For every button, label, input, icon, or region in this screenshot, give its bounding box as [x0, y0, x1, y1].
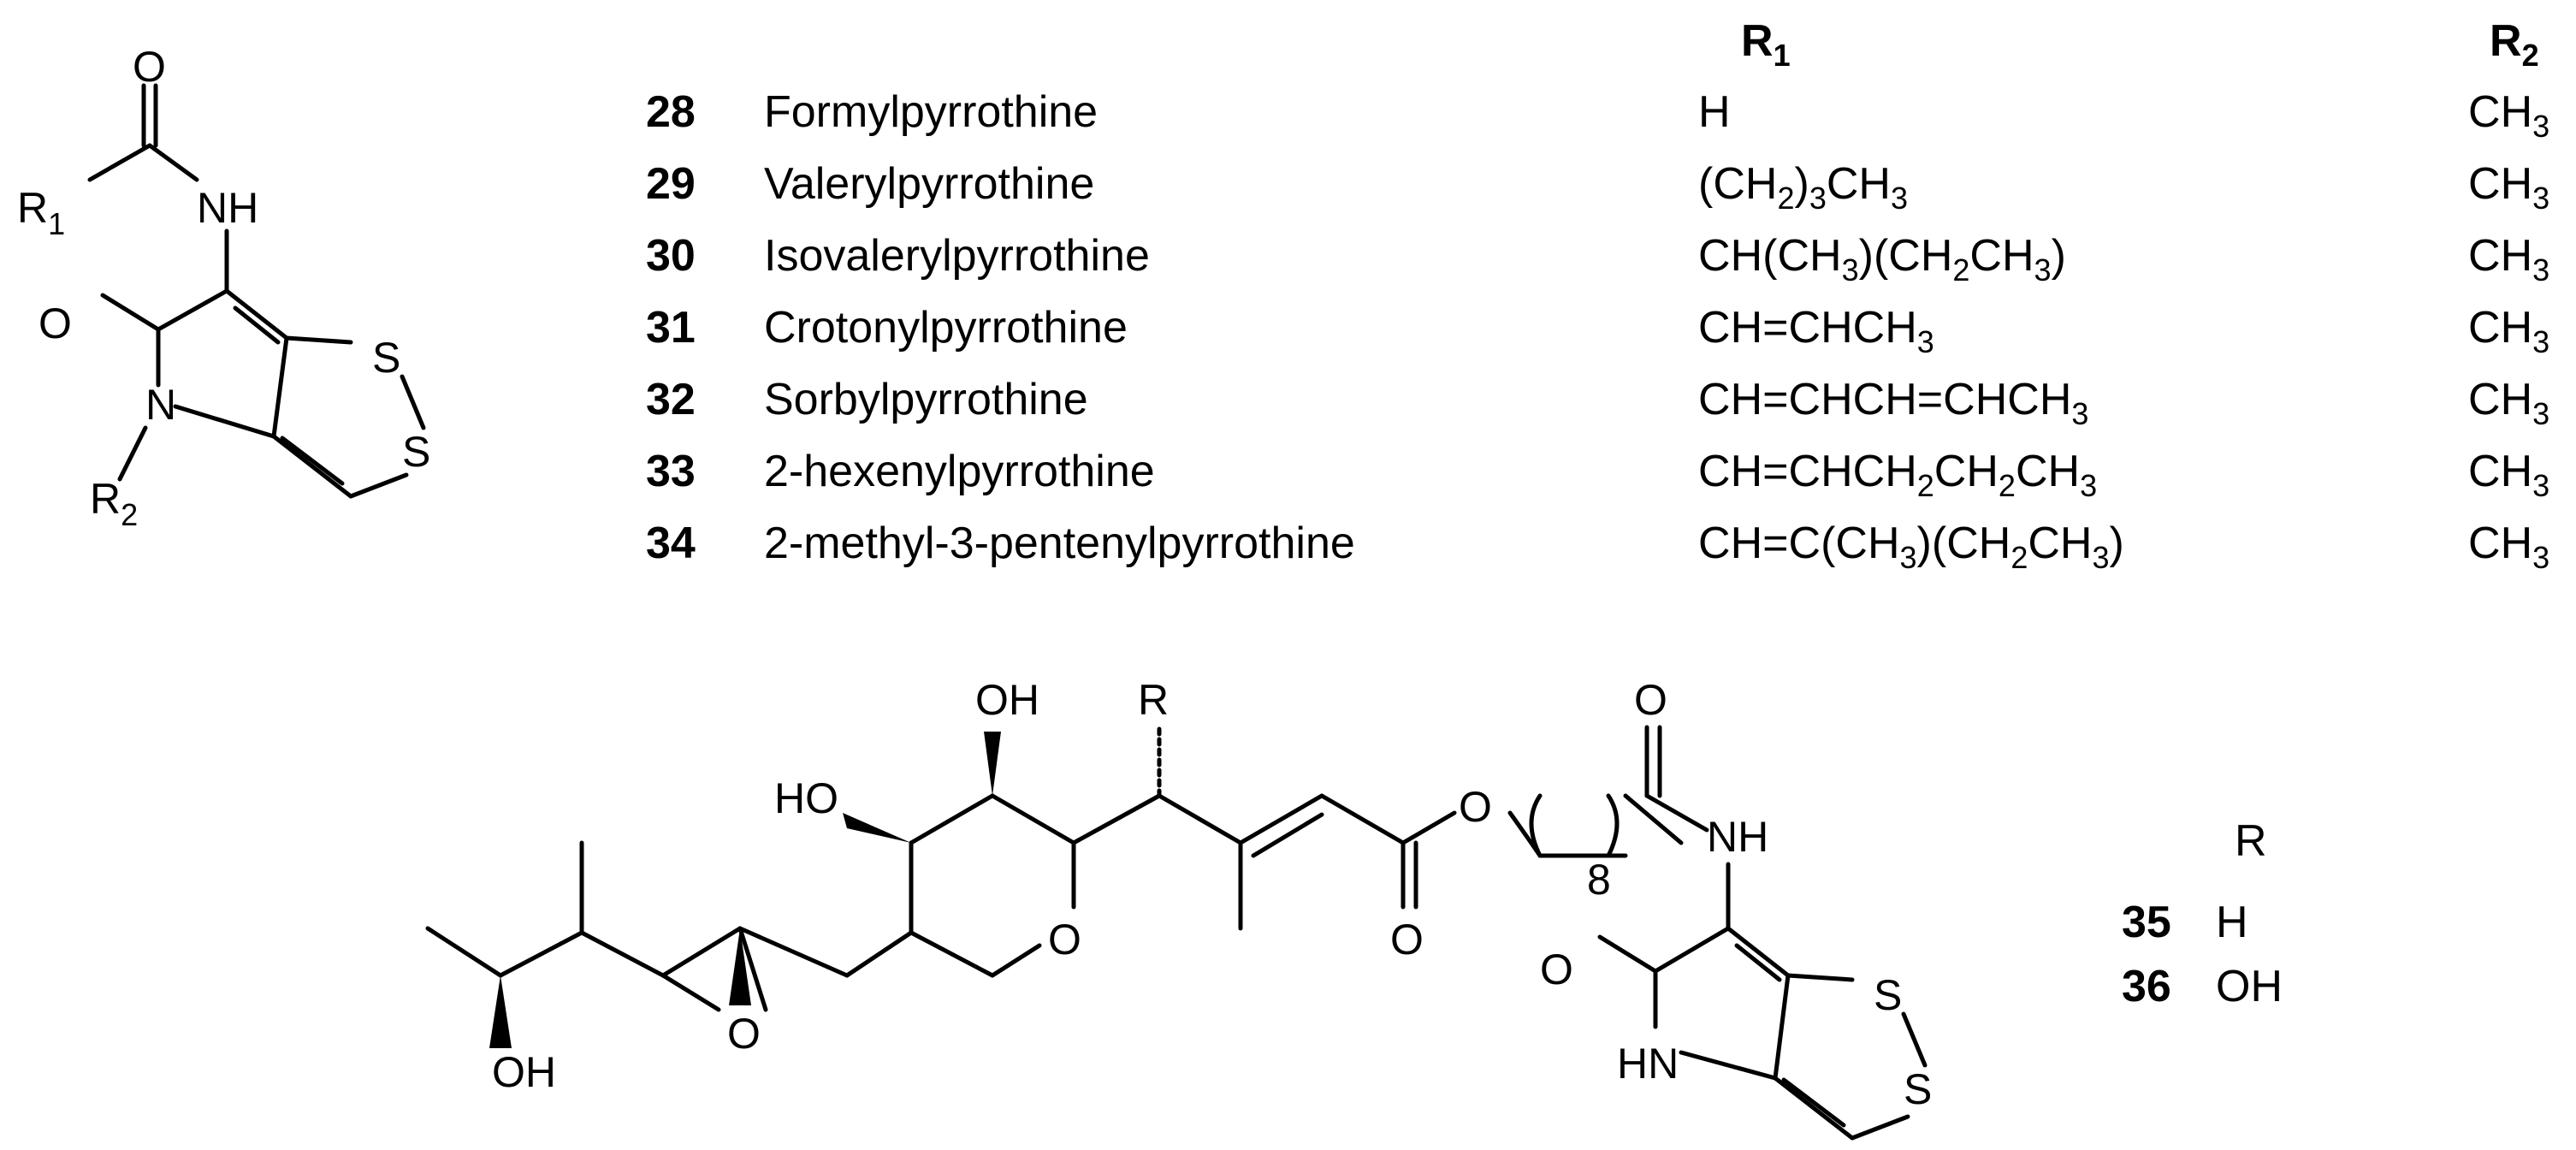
r-row-number: 36 — [2122, 962, 2171, 1011]
atom-oh-top: OH — [975, 676, 1039, 724]
atom-r1: R1 — [17, 184, 65, 241]
atom-oh-bottom-left: OH — [492, 1048, 556, 1096]
atom-s2-bottom: S — [1904, 1065, 1932, 1113]
row-number: 33 — [646, 447, 696, 496]
atom-r2: R2 — [90, 475, 138, 532]
r-row-value: OH — [2216, 962, 2283, 1011]
r-table-header: R — [2235, 816, 2267, 866]
row-name: 2-methyl-3-pentenylpyrrothine — [764, 519, 1355, 568]
row-r1: CH(CH3)(CH2CH3) — [1698, 231, 2066, 288]
row-number: 30 — [646, 231, 696, 281]
atom-o-epoxide: O — [727, 1010, 761, 1058]
r-table: R 35 H 36 OH — [2122, 816, 2283, 1011]
row-r2: CH3 — [2468, 87, 2549, 144]
row-name: Isovalerylpyrrothine — [764, 231, 1150, 281]
r-row-number: 35 — [2122, 898, 2171, 947]
row-r2: CH3 — [2468, 375, 2549, 431]
header-r2: R2 — [2490, 16, 2539, 73]
atom-hn: HN — [1617, 1040, 1679, 1088]
row-r1: CH=C(CH3)(CH2CH3) — [1698, 519, 2124, 575]
row-name: Valerylpyrrothine — [764, 159, 1094, 209]
row-number: 29 — [646, 159, 696, 209]
r-table-rows: 35 H 36 OH — [2122, 898, 2283, 1011]
row-r2: CH3 — [2468, 519, 2549, 575]
atom-s1-bottom: S — [1874, 971, 1902, 1019]
row-r1: CH=CHCH=CHCH3 — [1698, 375, 2088, 431]
row-name: Crotonylpyrrothine — [764, 303, 1128, 353]
row-r1: (CH2)3CH3 — [1698, 159, 1908, 216]
atom-ho: HO — [774, 774, 838, 822]
atom-linker-count: 8 — [1587, 856, 1611, 904]
row-name: 2-hexenylpyrrothine — [764, 447, 1155, 496]
row-number: 34 — [646, 519, 696, 568]
r-row-value: H — [2216, 898, 2248, 947]
table-rows: 28 Formylpyrrothine H CH3 29 Valerylpyrrothin… — [646, 87, 2549, 575]
row-r2: CH3 — [2468, 303, 2549, 359]
atom-nh-amide: NH — [1707, 813, 1768, 861]
row-number: 32 — [646, 375, 696, 424]
row-r2: CH3 — [2468, 231, 2549, 288]
atom-o-carbonyl: O — [133, 43, 166, 91]
atom-s1: S — [372, 334, 400, 382]
row-name: Sorbylpyrrothine — [764, 375, 1088, 424]
row-r1: CH=CHCH3 — [1698, 303, 1934, 359]
row-r1: H — [1698, 87, 1731, 137]
atom-s2: S — [402, 428, 430, 476]
row-r2: CH3 — [2468, 447, 2549, 503]
row-name: Formylpyrrothine — [764, 87, 1098, 137]
pyrrothine-table: R1 R2 28 Formylpyrrothine H CH3 29 Valerylpyr… — [646, 16, 2549, 575]
row-r2: CH3 — [2468, 159, 2549, 216]
atom-n: N — [145, 381, 176, 429]
header-r1: R1 — [1741, 16, 1791, 73]
row-r1: CH=CHCH2CH2CH3 — [1698, 447, 2097, 503]
conjugate-structure: OH O HO OH R O O O 8 O NH O HN S S — [425, 676, 1932, 1141]
atom-r: R — [1138, 676, 1169, 724]
atom-o-pyran: O — [1048, 916, 1081, 963]
pyrrothine-general-structure: O NH R1 O N S S R2 — [17, 43, 430, 532]
row-number: 31 — [646, 303, 696, 353]
atom-o-lactam-bottom: O — [1540, 945, 1573, 993]
row-number: 28 — [646, 87, 696, 137]
atom-nh: NH — [197, 184, 258, 232]
atom-o-lactam: O — [38, 299, 72, 347]
atom-o-ester-carbonyl: O — [1390, 916, 1424, 963]
atom-o-ester: O — [1459, 783, 1492, 831]
atom-o-amide: O — [1634, 676, 1667, 724]
